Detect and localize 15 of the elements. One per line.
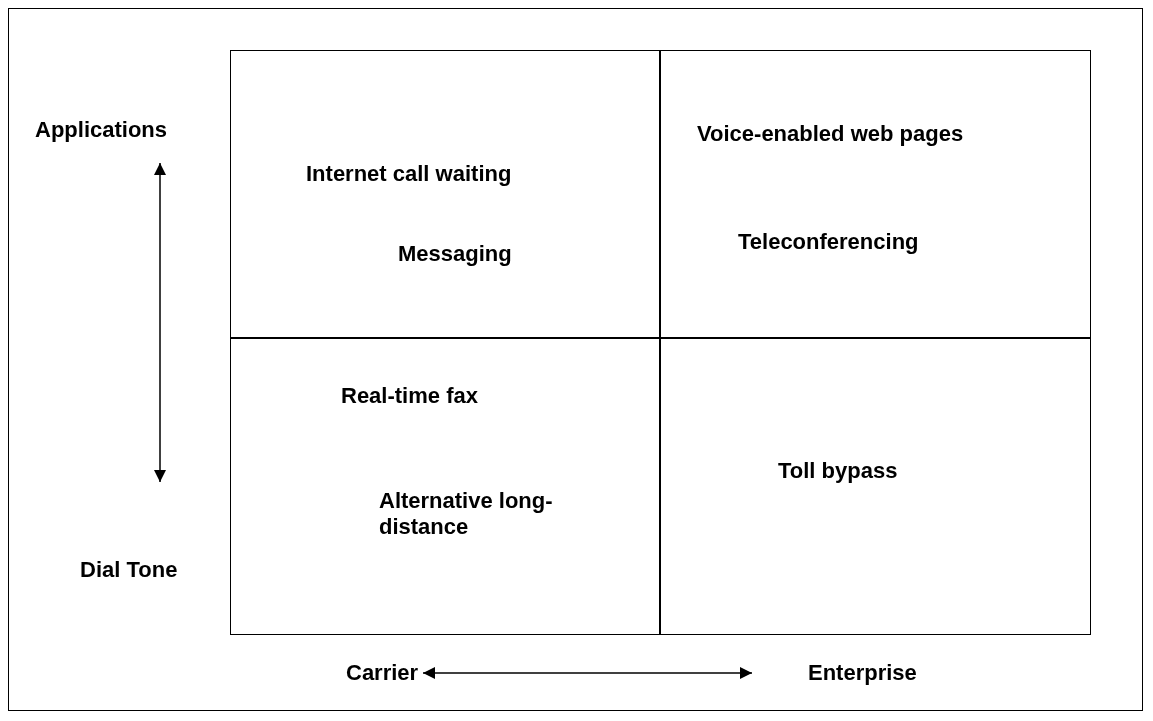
item-text: Toll bypass xyxy=(778,458,898,484)
axis-label: Enterprise xyxy=(808,660,917,686)
item-text: Alternative long-distance xyxy=(379,488,554,540)
item-text: Voice-enabled web pages xyxy=(697,121,964,147)
item-text: Internet call waiting xyxy=(306,161,512,187)
quadrant-cell xyxy=(659,337,1091,635)
item-text: Teleconferencing xyxy=(738,229,919,255)
quadrant-cell xyxy=(230,337,661,635)
axis-label: Dial Tone xyxy=(80,557,178,583)
quadrant-cell xyxy=(659,50,1091,339)
axis-label: Applications xyxy=(35,117,167,143)
item-text: Real-time fax xyxy=(341,383,478,409)
axis-label: Carrier xyxy=(346,660,419,686)
item-text: Messaging xyxy=(398,241,512,267)
quadrant-cell xyxy=(230,50,661,339)
